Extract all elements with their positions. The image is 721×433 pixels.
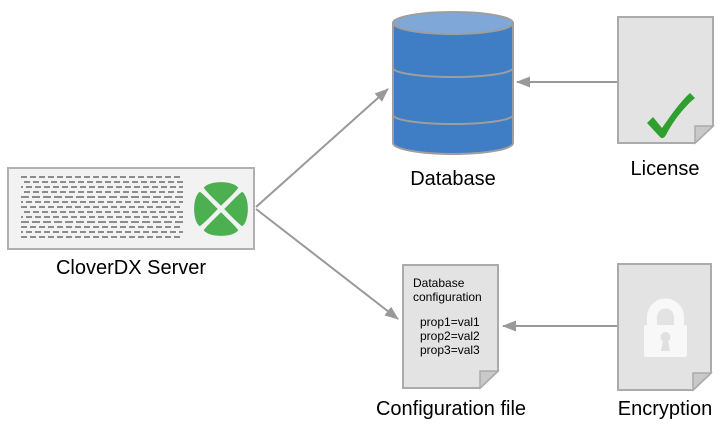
database-label: Database (410, 168, 496, 190)
arrow-server-to-database (255, 88, 389, 208)
config-doc-properties: prop1=val1 prop2=val2 prop3=val3 (420, 315, 495, 357)
arrow-server-to-config (255, 208, 399, 320)
config-prop-line: prop1=val1 (420, 315, 480, 329)
padlock-icon (644, 298, 687, 357)
encryption-label: Encryption (617, 398, 713, 420)
server-text-pattern (21, 176, 183, 241)
database-cylinder-icon (392, 11, 514, 155)
server-label: CloverDX Server (55, 257, 207, 279)
green-checkmark-icon (647, 93, 695, 139)
config-prop-line: prop3=val3 (420, 343, 480, 357)
encryption-document (617, 263, 713, 392)
config-prop-line: prop2=val2 (420, 329, 480, 343)
cloverdx-server-node (7, 167, 255, 250)
cloverdx-clover-icon (194, 181, 248, 236)
config-doc-title: Database configuration (413, 276, 482, 304)
license-label: License (630, 158, 700, 180)
license-document (617, 16, 715, 145)
config-file-document (402, 264, 500, 390)
config-file-label: Configuration file (375, 398, 527, 420)
